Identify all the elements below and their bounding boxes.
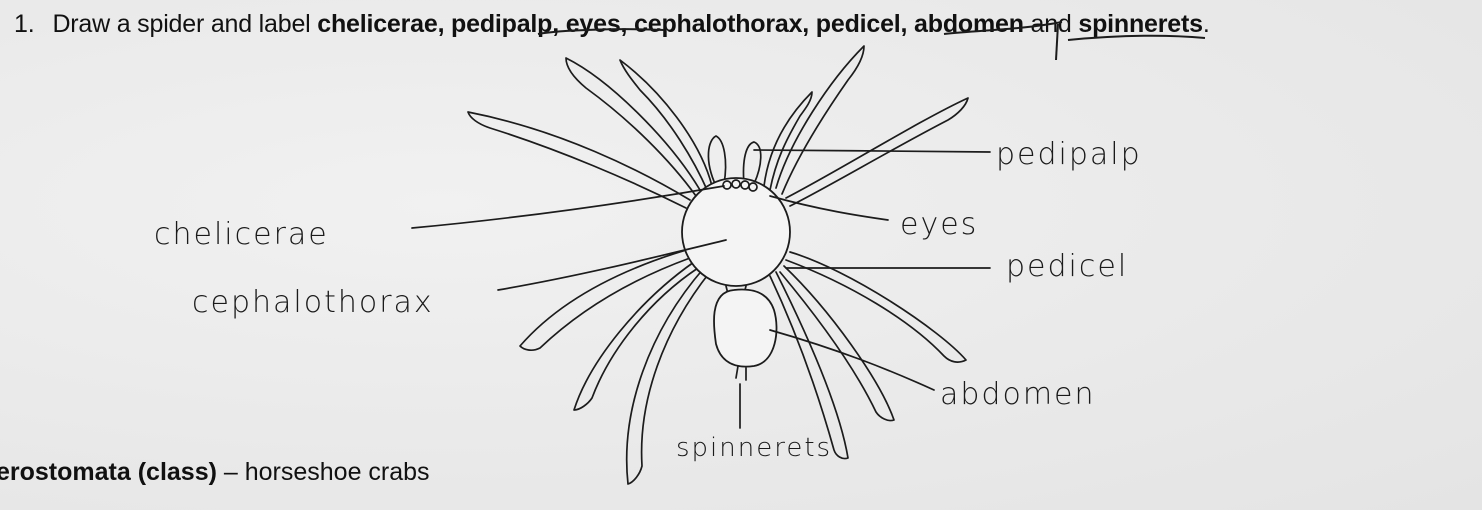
tick-mark <box>1055 23 1059 61</box>
question-1: 1. Draw a spider and label chelicerae, pe… <box>14 10 1210 39</box>
label-pedicel: pedicel <box>1006 249 1128 284</box>
label-cephalothorax: cephalothorax <box>192 285 434 320</box>
label-eyes: eyes <box>900 207 978 242</box>
spider-pedipalp-right <box>742 141 762 185</box>
question-terms: chelicerae, pedipalp, eyes, cephalothora… <box>317 10 1024 38</box>
spider-spinnerets <box>735 365 747 381</box>
spider-eyes <box>722 179 758 192</box>
spider-cephalothorax <box>681 177 791 287</box>
question-number: 1. <box>14 10 35 38</box>
label-abdomen: abdomen <box>940 377 1096 412</box>
underline-mark <box>1067 34 1206 41</box>
next-section-heading: erostomata (class) – horseshoe crabs <box>0 458 430 487</box>
strike-mark-1 <box>537 28 665 35</box>
question-prefix: Draw a spider and label <box>52 10 318 38</box>
class-name: erostomata (class) <box>0 458 217 486</box>
question-suffix: . <box>1202 10 1210 38</box>
label-leader-lines <box>411 149 991 429</box>
label-spinnerets: spinnerets <box>676 433 832 463</box>
class-description: – horseshoe crabs <box>216 458 430 486</box>
label-pedipalp: pedipalp <box>996 137 1142 172</box>
spider-pedipalp-left <box>707 135 727 187</box>
question-terms-last: spinnerets <box>1078 10 1203 38</box>
label-chelicerae: chelicerae <box>154 217 329 252</box>
spider-abdomen <box>713 288 778 368</box>
strike-mark-2 <box>943 21 1063 35</box>
